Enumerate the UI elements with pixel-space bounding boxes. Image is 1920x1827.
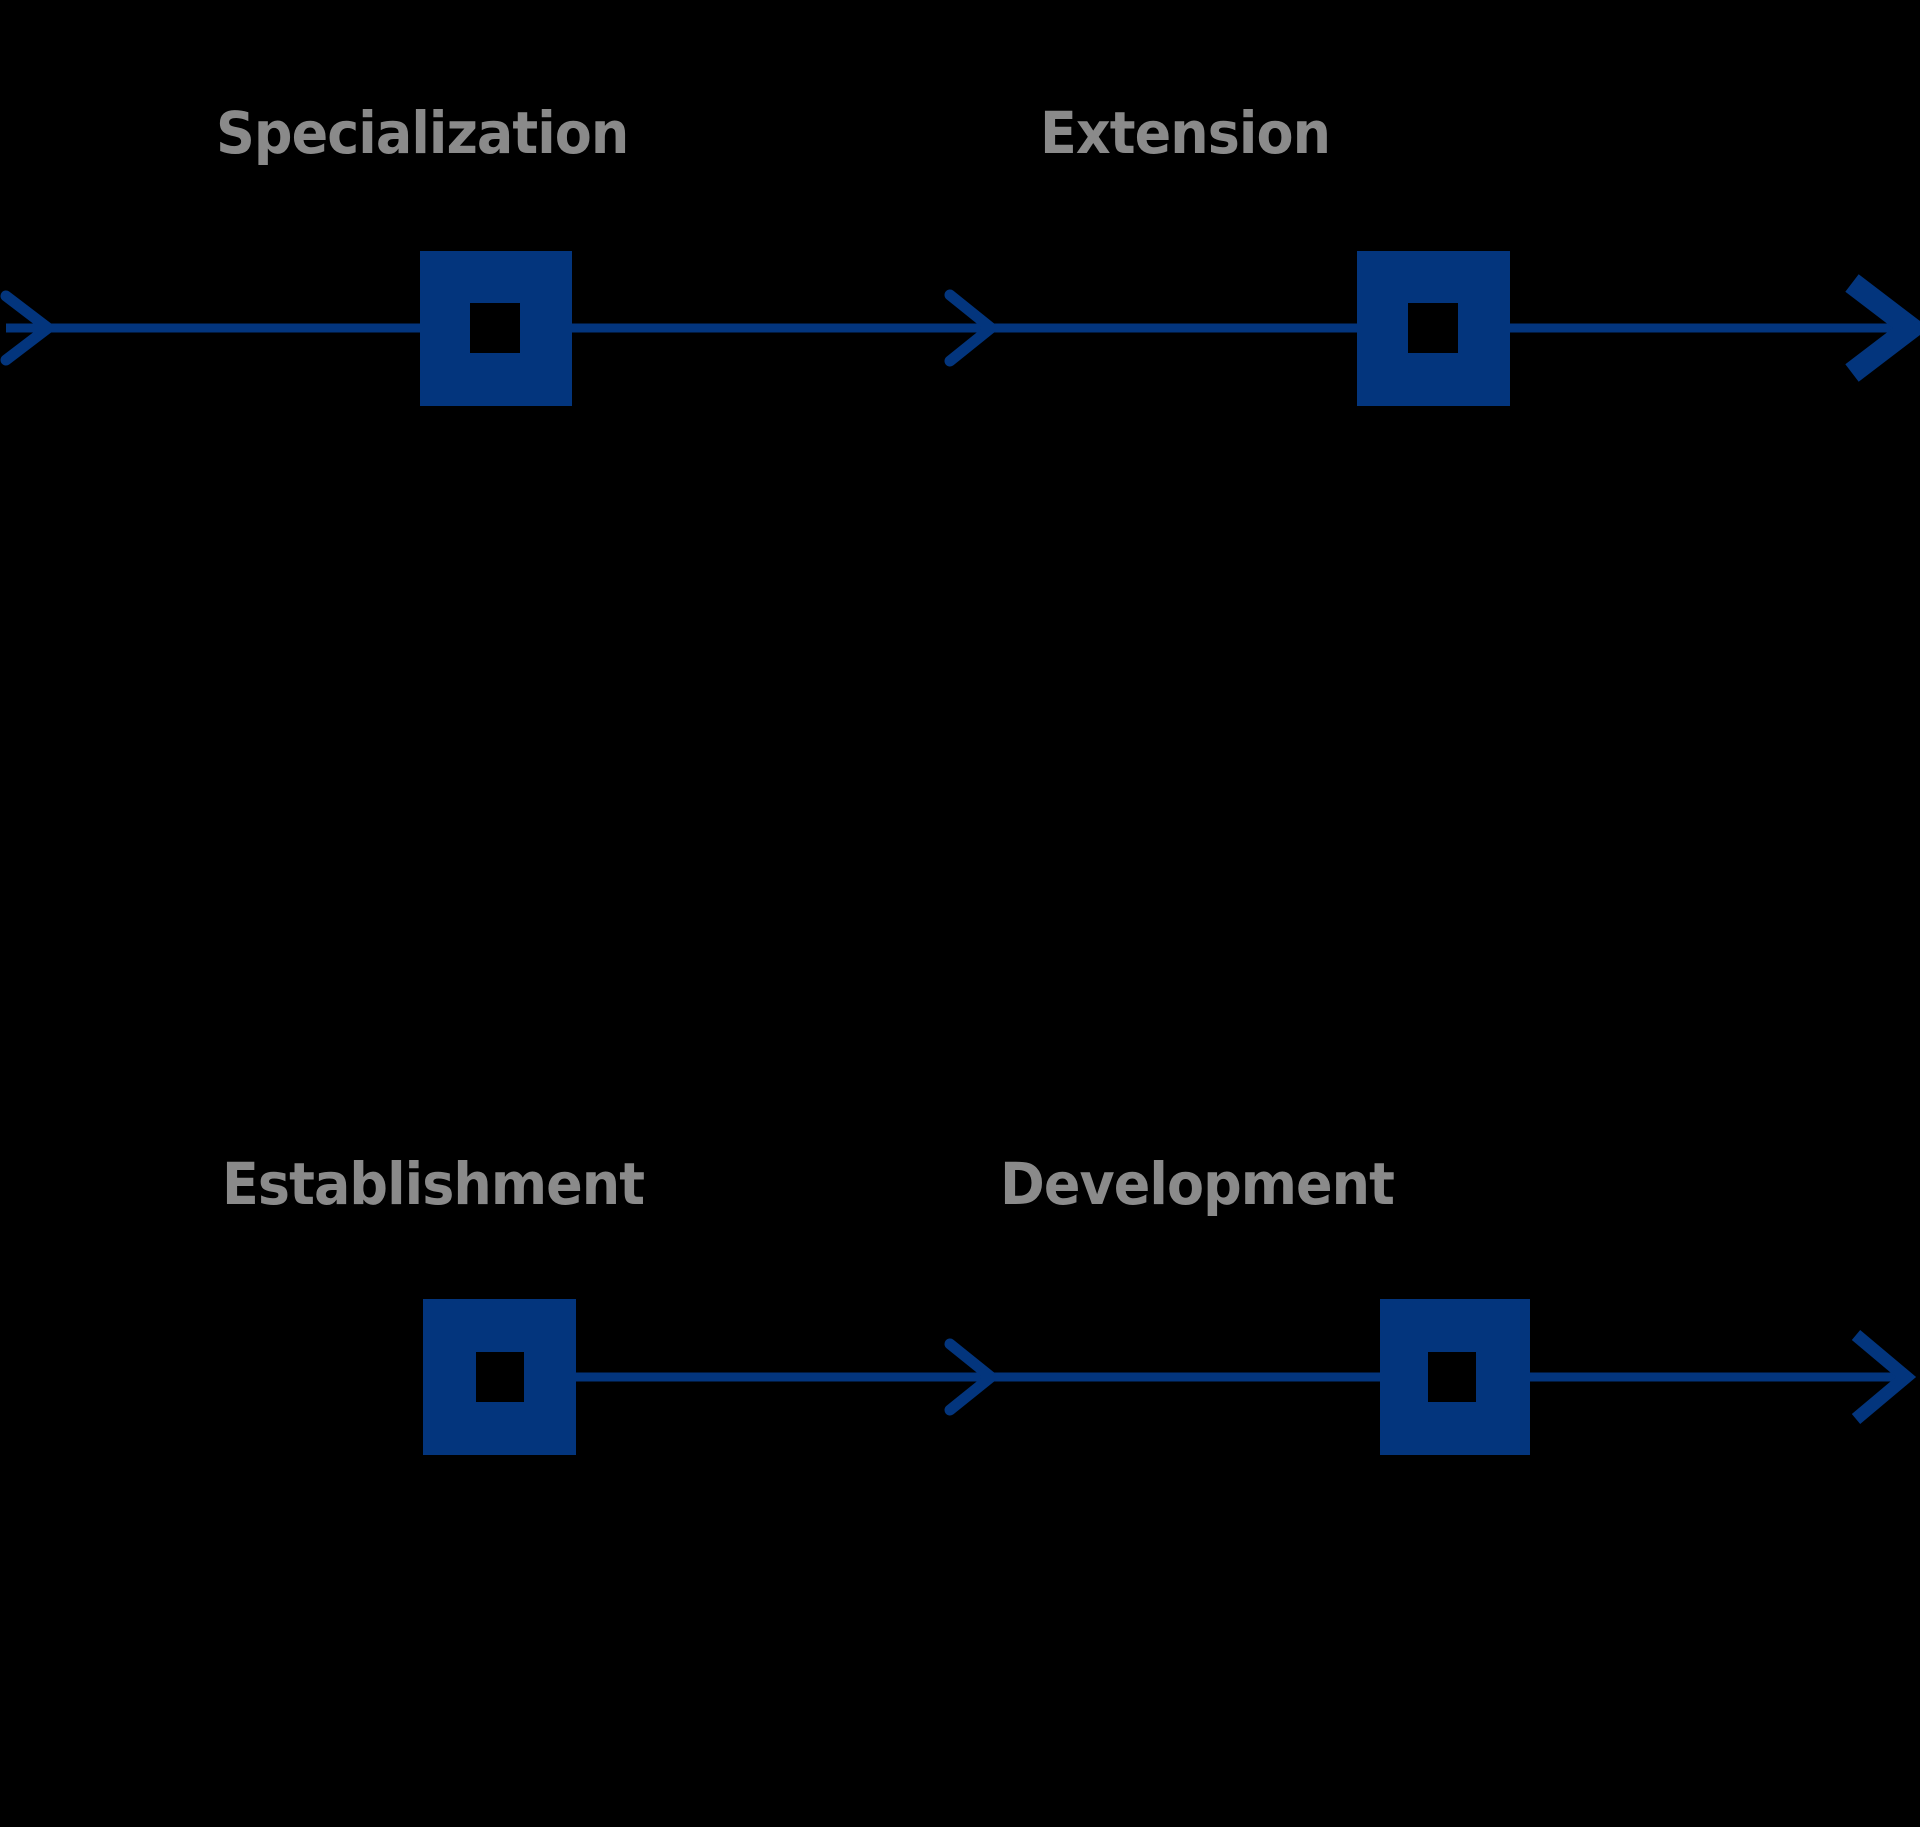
node-marker-development[interactable]	[1380, 1299, 1530, 1455]
node-label-establishment: Establishment	[222, 1150, 645, 1218]
node-label-specialization: Specialization	[216, 99, 629, 167]
row2-trailing-arrowhead-icon	[1851, 1330, 1917, 1424]
node-marker-extension[interactable]	[1357, 251, 1510, 406]
node-label-development: Development	[1000, 1150, 1395, 1218]
node-marker-hole	[470, 303, 520, 353]
node-marker-hole	[1408, 303, 1458, 353]
node-marker-hole	[1428, 1352, 1476, 1402]
node-marker-hole	[476, 1352, 524, 1402]
node-marker-establishment[interactable]	[423, 1299, 576, 1455]
node-label-extension: Extension	[1040, 99, 1331, 167]
node-marker-specialization[interactable]	[420, 251, 572, 406]
row1-trailing-arrowhead-icon	[1845, 274, 1920, 382]
row2-mid-arrowhead-icon	[944, 1338, 1000, 1416]
row1-mid-arrowhead-icon	[944, 289, 1000, 367]
